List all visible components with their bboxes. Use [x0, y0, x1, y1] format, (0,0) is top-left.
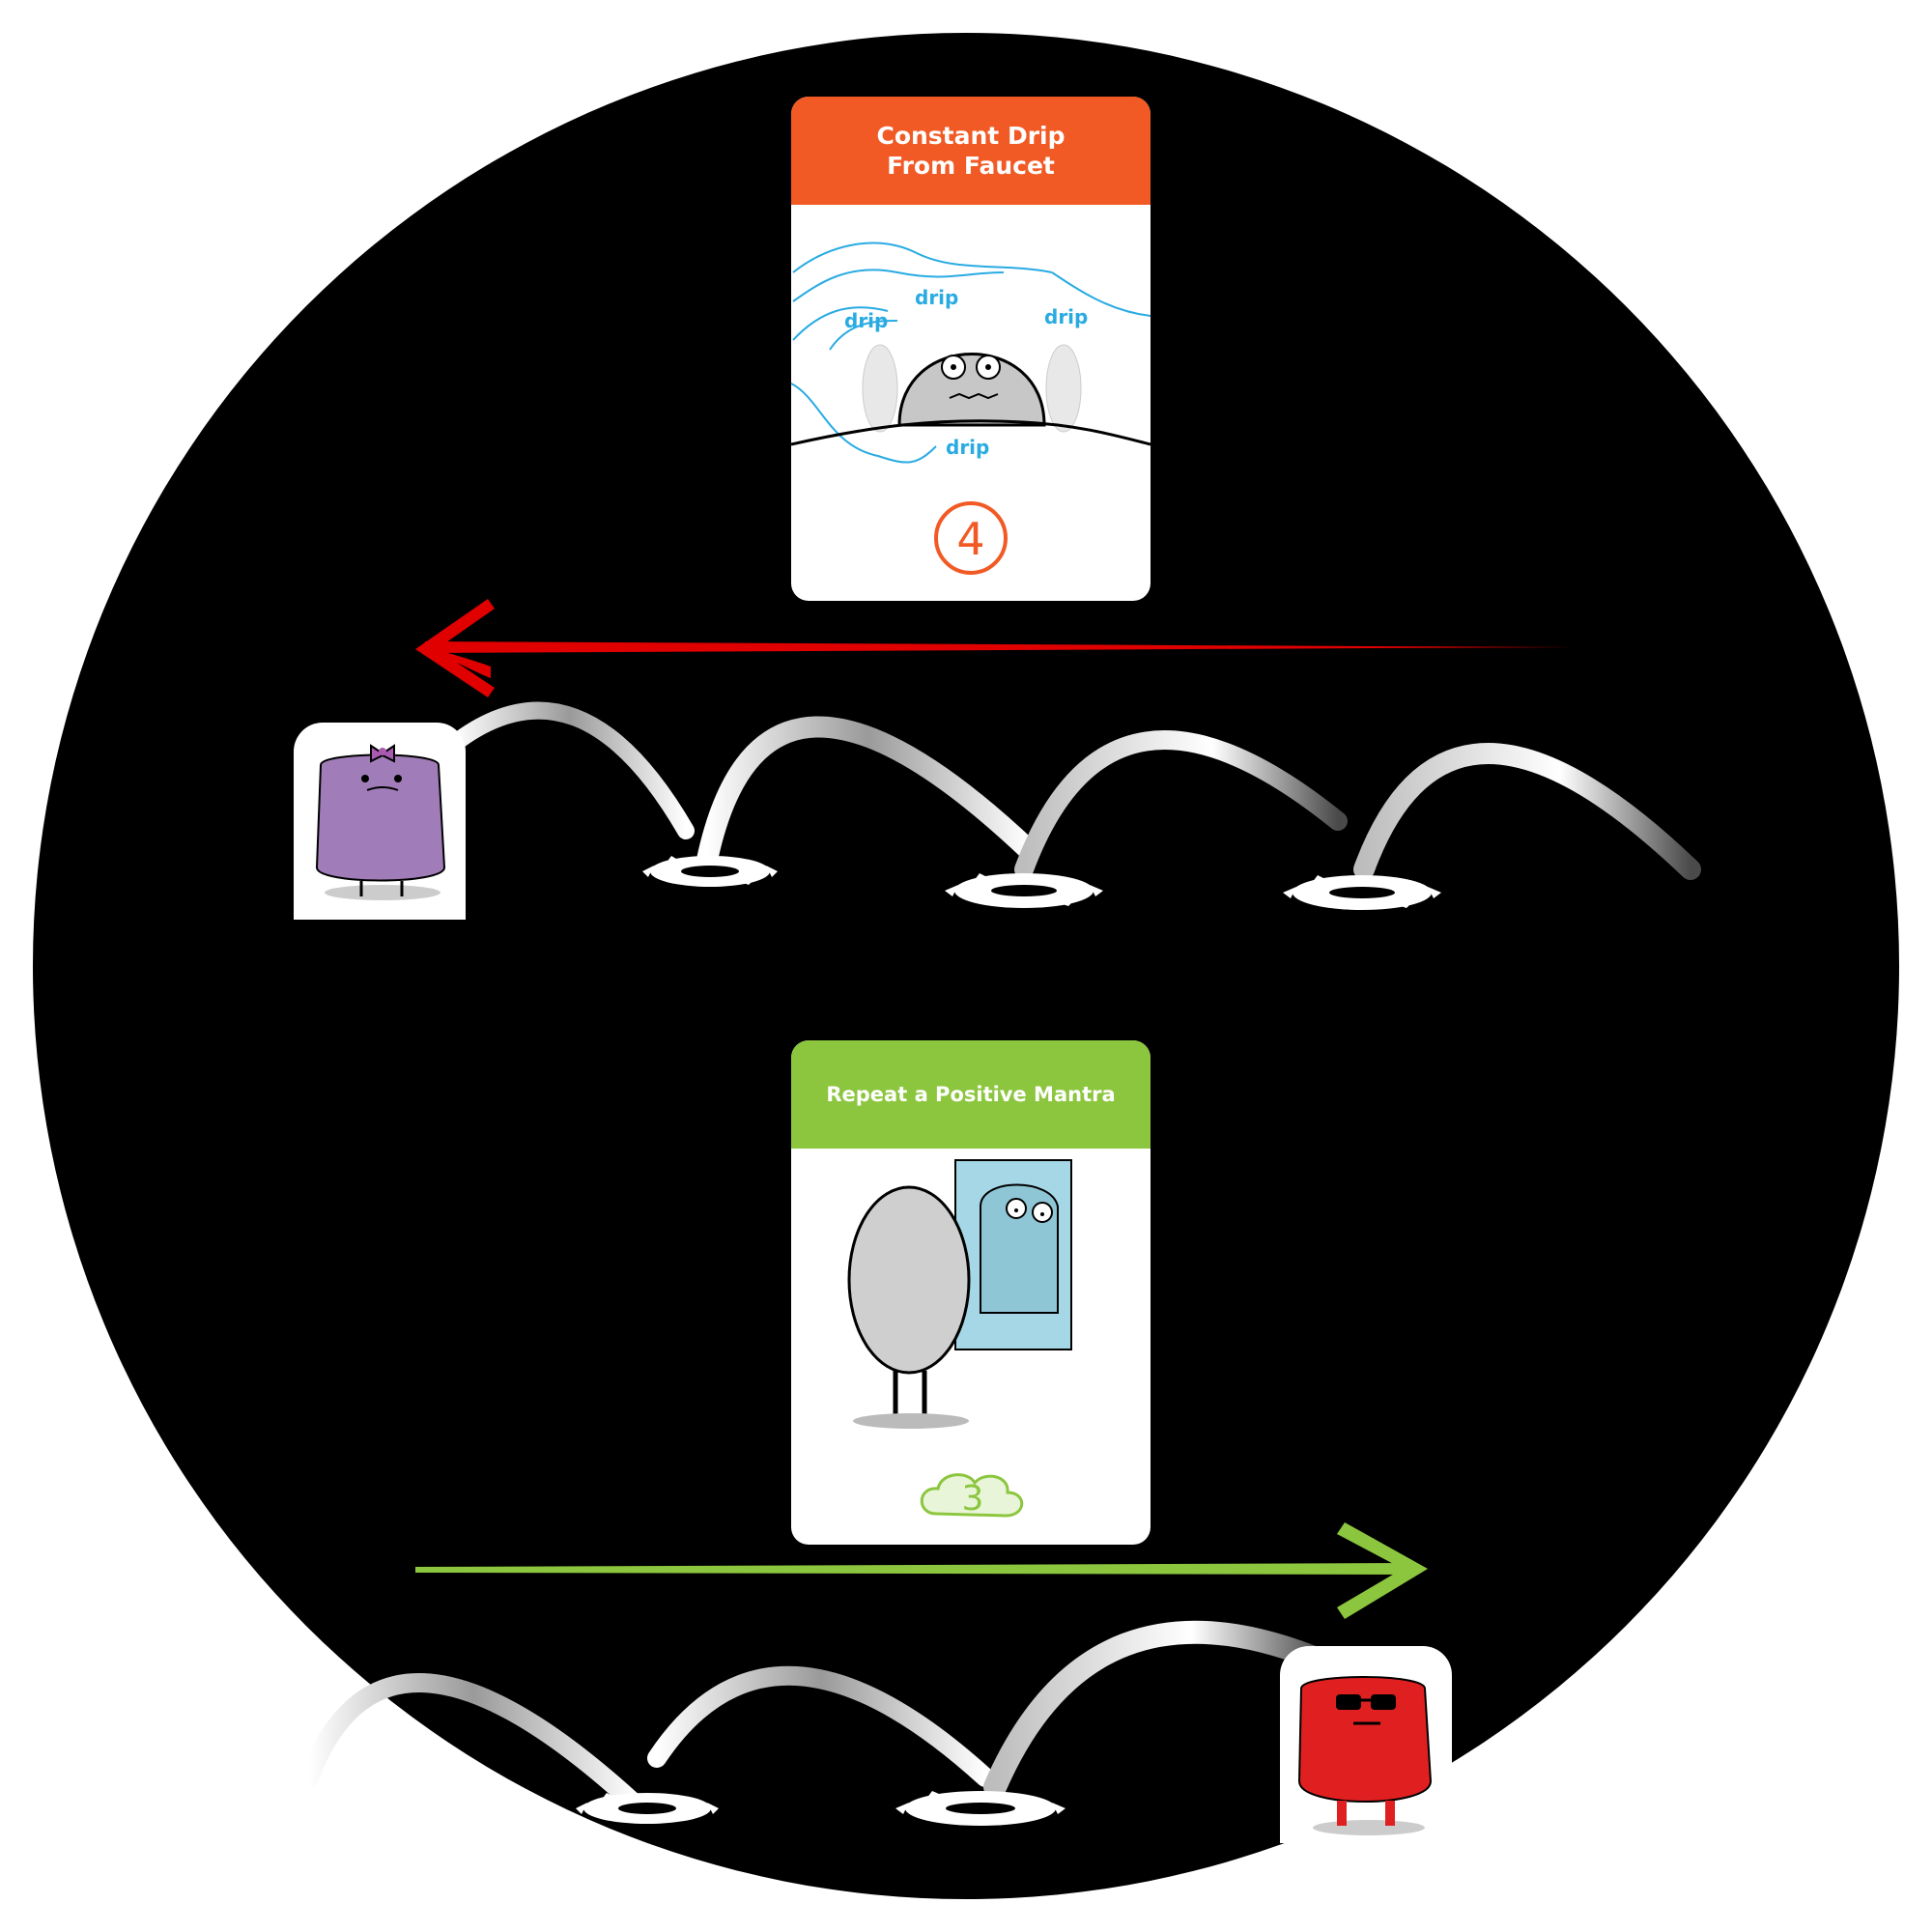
bottom-hop-holes	[576, 1791, 1065, 1826]
worried-egg-in-bed	[791, 344, 1151, 446]
purple-player-token[interactable]	[294, 723, 466, 920]
red-monster	[1297, 1676, 1433, 1835]
purple-monster	[315, 744, 446, 900]
splash-hole	[576, 1793, 719, 1824]
drip-sound-line	[829, 320, 898, 351]
card-title: Constant Drip From Faucet	[791, 97, 1151, 205]
green-arrow-right	[415, 1522, 1428, 1619]
drip-word: drip	[946, 436, 989, 459]
hop-arc	[1014, 730, 1348, 879]
drip-sound-line	[792, 306, 889, 341]
card-value-badge: 3	[920, 1473, 1024, 1519]
splash-hole	[945, 873, 1103, 908]
top-hop-track	[445, 701, 1701, 880]
card-illustration: 3	[847, 1159, 1072, 1519]
card-title: Repeat a Positive Mantra	[791, 1040, 1151, 1149]
card-value: 3	[962, 1479, 984, 1519]
top-hop-holes	[642, 856, 1441, 910]
drip-word: drip	[915, 286, 958, 309]
card-illustration: drip drip drip drip 4	[791, 242, 1151, 575]
bottom-hop-track	[299, 1620, 1335, 1816]
red-player-token[interactable]	[1280, 1646, 1452, 1843]
board-circle	[33, 33, 1899, 1899]
splash-hole	[1283, 875, 1441, 910]
drip-sound-line	[791, 383, 937, 464]
hop-arc	[696, 716, 1039, 870]
drip-sound-line	[1051, 271, 1151, 317]
hop-arc	[983, 1620, 1335, 1799]
splash-hole	[895, 1791, 1065, 1826]
mirror	[954, 1159, 1072, 1350]
drip-sound-line	[792, 242, 1053, 273]
red-arrow-left	[415, 599, 1575, 697]
hop-arc	[299, 1673, 647, 1816]
sunglasses-icon	[1336, 1694, 1396, 1710]
drip-sound-line	[792, 269, 1005, 302]
negative-card[interactable]: Constant Drip From Faucet drip drip drip…	[791, 97, 1151, 601]
hop-arc	[445, 701, 695, 839]
hop-arc	[1353, 743, 1701, 880]
splash-hole	[642, 856, 778, 887]
bow-icon	[379, 748, 386, 755]
positive-card[interactable]: Repeat a Positive Mantra 3	[791, 1040, 1151, 1545]
drip-word: drip	[1044, 305, 1088, 328]
egg-character	[847, 1185, 971, 1429]
drip-word: drip	[844, 309, 888, 332]
hop-arc	[647, 1665, 995, 1787]
card-value-badge: 4	[934, 501, 1008, 575]
card-value: 4	[956, 513, 984, 565]
